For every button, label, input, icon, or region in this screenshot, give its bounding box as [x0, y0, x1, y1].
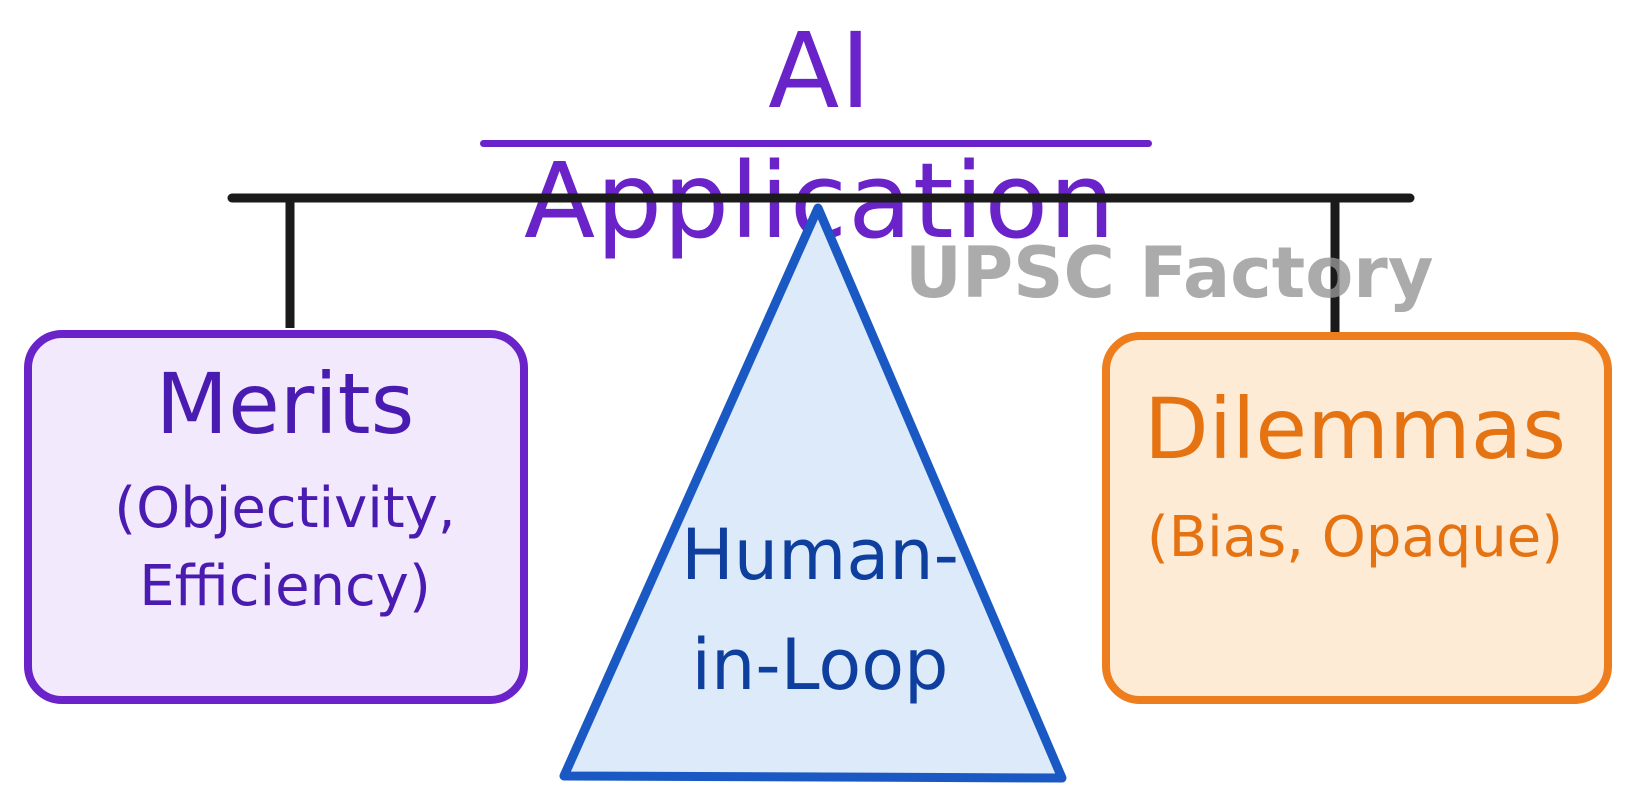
merits-subtitle: (Objectivity, Efficiency) [60, 470, 510, 626]
dilemmas-subtitle: (Bias, Opaque) [1146, 505, 1564, 570]
title-underline [480, 140, 1152, 147]
center-line-2: in-Loop [691, 624, 949, 706]
merits-title: Merits [155, 355, 415, 453]
merits-line-1: (Objectivity, [114, 476, 456, 541]
fulcrum-triangle [559, 203, 1067, 783]
human-in-loop-label: Human- in-Loop [640, 500, 1000, 720]
dilemmas-title: Dilemmas [1144, 380, 1566, 478]
merits-box [24, 330, 528, 704]
merits-line-2: Efficiency) [139, 554, 431, 619]
dilemmas-box [1102, 332, 1612, 704]
center-line-1: Human- [681, 514, 959, 596]
watermark: UPSC Factory [905, 232, 1434, 314]
